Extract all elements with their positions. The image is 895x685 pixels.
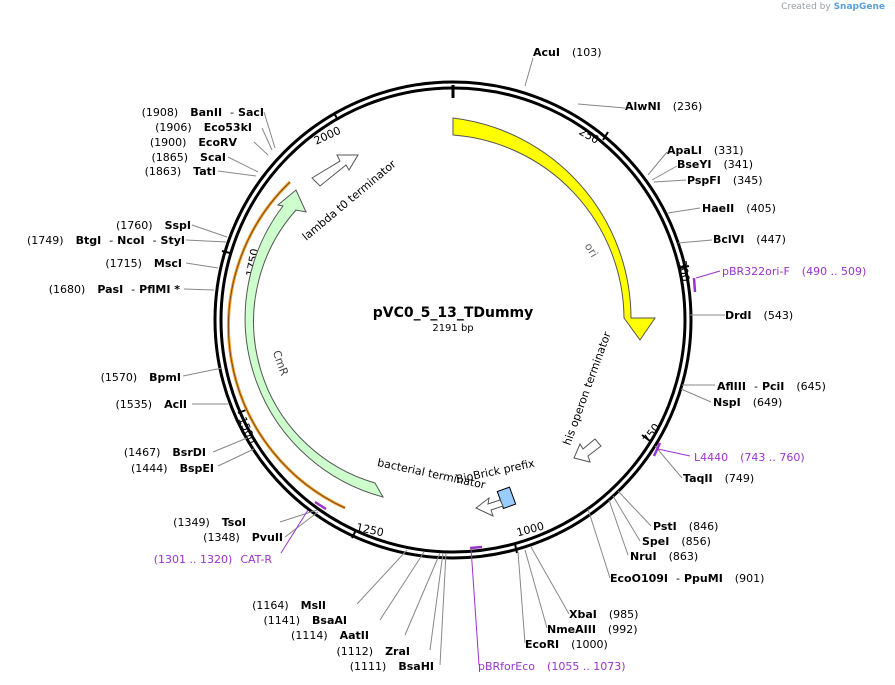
- site-label[interactable]: HaeII(405): [702, 202, 776, 215]
- plasmid-length: 2191 bp: [432, 323, 473, 334]
- bacterial-terminator-arrow[interactable]: [475, 496, 504, 517]
- his-operon-terminator-arrow[interactable]: [573, 438, 602, 463]
- site-label[interactable]: XbaI(985): [569, 608, 638, 621]
- site-label[interactable]: TaqII(749): [683, 472, 754, 485]
- site-label[interactable]: (1749)BtgI-NcoI-StyI: [27, 234, 185, 247]
- tick-label: 1250: [355, 521, 385, 540]
- site-label[interactable]: BseYI(341): [677, 158, 753, 171]
- site-label[interactable]: (1348)PvuII: [203, 531, 283, 544]
- site-label[interactable]: (1112)ZraI: [337, 645, 411, 658]
- tick-label: 250: [577, 125, 602, 147]
- site-label[interactable]: PspFI(345): [687, 174, 763, 187]
- site-label[interactable]: (1467)BsrDI: [124, 446, 206, 459]
- ori-label: ori: [582, 240, 601, 259]
- site-labels: AcuI(103) AlwNI(236) ApaLI(331) BseYI(34…: [27, 46, 826, 673]
- backbone-outer: [213, 80, 693, 560]
- site-label[interactable]: PstI(846): [653, 520, 718, 533]
- site-label[interactable]: (1535)AclI: [116, 398, 187, 411]
- snapgene-logo: SnapGene: [833, 2, 885, 12]
- primer-label[interactable]: pBRforEco(1055 .. 1073): [478, 660, 626, 673]
- cat-r-halo: [227, 180, 346, 510]
- tick-label: 2000: [312, 124, 343, 148]
- site-label[interactable]: EcoRI(1000): [525, 638, 608, 651]
- primer-leaders: [280, 270, 721, 666]
- site-label[interactable]: (1114)AatII: [291, 629, 369, 642]
- cmr-feature[interactable]: [244, 189, 385, 498]
- tick-marks: [221, 112, 690, 554]
- site-label[interactable]: (1900)EcoRV: [150, 136, 238, 149]
- site-label[interactable]: SpeI(856): [642, 535, 711, 548]
- primer-label[interactable]: pBR322ori-F(490 .. 509): [722, 265, 866, 278]
- site-label[interactable]: (1908)BanII-SacI: [142, 106, 264, 119]
- site-label[interactable]: NmeAIII(992): [547, 623, 638, 636]
- site-label[interactable]: (1680)PasI-PflMI *: [49, 283, 180, 296]
- tick-label: 500: [676, 260, 692, 283]
- site-label[interactable]: DrdI(543): [725, 309, 793, 322]
- site-label[interactable]: (1906)Eco53kI: [155, 121, 252, 134]
- site-label[interactable]: (1570)BpmI: [101, 371, 181, 384]
- cmr-label: CmR: [270, 349, 291, 378]
- primer-label[interactable]: (1301 .. 1320)CAT-R: [154, 553, 273, 566]
- site-label[interactable]: (1141)BsaAI: [263, 614, 347, 627]
- site-label[interactable]: AflIII-PciI(645): [717, 380, 826, 393]
- leader-lines: [182, 57, 725, 666]
- cat-r-line: [228, 181, 346, 509]
- primer-markers: [314, 277, 697, 550]
- site-label[interactable]: (1444)BspEI: [131, 462, 214, 475]
- site-label[interactable]: (1349)TsoI: [173, 516, 246, 529]
- plasmid-name: pVC0_5_13_TDummy: [373, 305, 534, 321]
- primer-labels: pBR322ori-F(490 .. 509) L4440(743 .. 760…: [154, 265, 867, 673]
- tick-label: 1000: [515, 520, 545, 540]
- snapgene-credit: Created by SnapGene: [781, 2, 885, 12]
- site-label[interactable]: (1111)BsaHI: [350, 660, 434, 673]
- primer-label[interactable]: L4440(743 .. 760): [694, 451, 805, 464]
- site-label[interactable]: (1865)ScaI: [151, 151, 226, 164]
- site-label[interactable]: (1164)MslI: [252, 599, 326, 612]
- credit-prefix: Created by: [781, 2, 831, 12]
- site-label[interactable]: NruI(863): [630, 550, 698, 563]
- site-label[interactable]: BclVI(447): [713, 233, 786, 246]
- site-label[interactable]: EcoO109I-PpuMI(901): [610, 572, 764, 585]
- ori-feature[interactable]: [452, 117, 656, 341]
- site-label[interactable]: (1863)TatI: [145, 165, 216, 178]
- site-label[interactable]: (1715)MscI: [105, 257, 182, 270]
- site-label[interactable]: (1760)SspI: [116, 219, 191, 232]
- site-label[interactable]: AcuI(103): [533, 46, 602, 59]
- site-label[interactable]: ApaLI(331): [667, 144, 744, 157]
- his-operon-terminator-label: his operon terminator: [561, 330, 614, 447]
- lambda-t0-terminator-arrow[interactable]: [311, 154, 359, 187]
- site-label[interactable]: NspI(649): [713, 396, 782, 409]
- site-label[interactable]: AlwNI(236): [625, 100, 702, 113]
